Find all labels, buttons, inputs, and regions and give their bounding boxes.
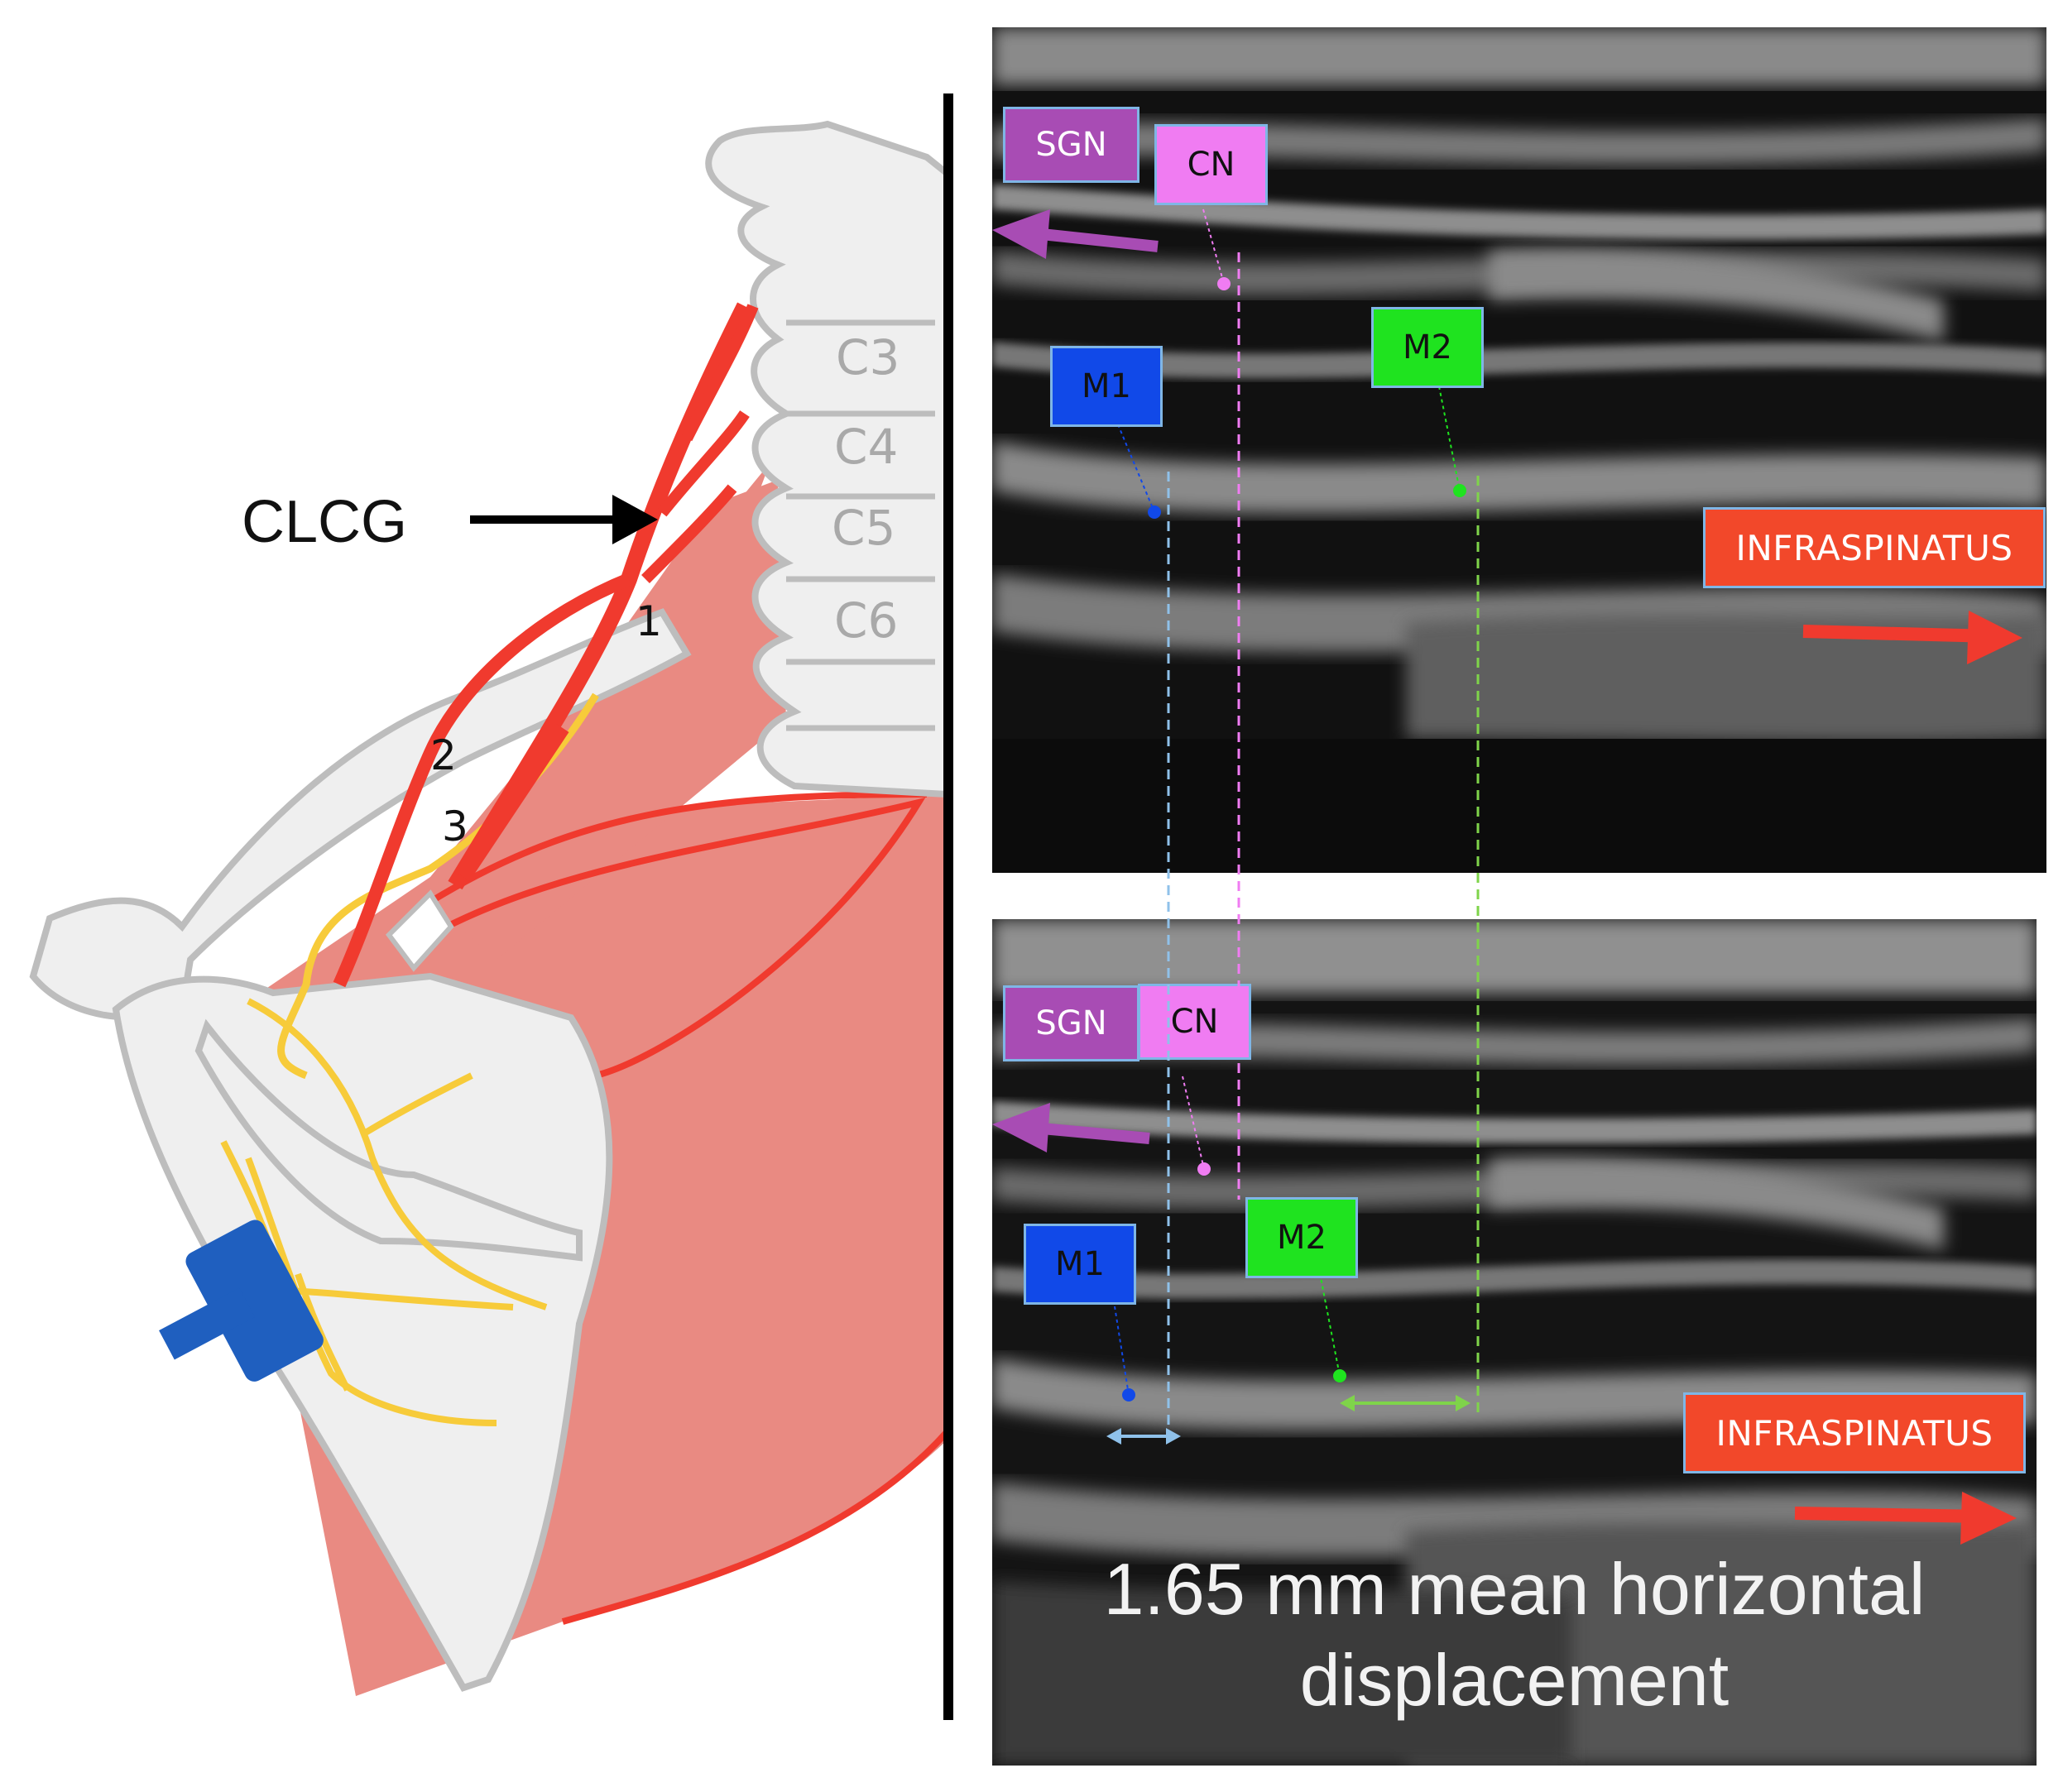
clcg-arrow-icon	[470, 495, 658, 544]
artery-branch-upper-3	[641, 484, 737, 583]
artery-branch-upper-2	[657, 410, 750, 517]
caption-line-1: 1.65 mm mean horizontal	[1103, 1548, 1926, 1630]
vertebra-label-c5: C5	[832, 500, 896, 556]
m2-displacement-arrow	[1340, 1395, 1470, 1411]
coracoid-notch	[386, 889, 454, 972]
branch-number-3: 3	[442, 803, 468, 850]
cervical-spine	[705, 120, 951, 798]
ultrasound-probe-icon	[159, 1219, 324, 1382]
nerve-branch-2	[362, 1072, 473, 1137]
clcg-label: CLCG	[242, 489, 408, 555]
scapular-spine	[194, 1018, 583, 1262]
cn-leader	[1182, 1076, 1205, 1170]
ultrasound-texture-bottom	[992, 919, 2037, 1766]
nerve-branch-5	[245, 1157, 497, 1426]
top-panel-overlays	[992, 208, 2022, 664]
vertebra-label-c4: C4	[834, 419, 899, 475]
bottom-panel-overlays	[992, 1076, 2017, 1545]
ultrasound-panel-bottom: SGN CN M1 M2 INFRASPINATUS 1.65 mm mean …	[992, 919, 2037, 1766]
muscle-outline-2	[445, 797, 926, 1079]
branch-number-1: 1	[636, 597, 662, 645]
artery-branch-3	[457, 724, 569, 881]
infraspinatus-arrow-icon	[1794, 1492, 2017, 1545]
label-cn-bottom: CN	[1138, 984, 1251, 1060]
levator-muscle	[430, 480, 786, 960]
label-m2-top: M2	[1371, 307, 1484, 388]
vertebra-label-c6: C6	[834, 592, 899, 649]
sgn-arrow-icon	[992, 209, 1159, 259]
muscle-outline-3	[561, 1429, 950, 1625]
anatomy-illustration	[29, 120, 951, 1696]
label-m1-bottom: M1	[1024, 1224, 1136, 1305]
m1-marker	[1122, 1388, 1135, 1401]
label-infraspinatus-top: INFRASPINATUS	[1703, 507, 2046, 588]
label-infraspinatus-bottom: INFRASPINATUS	[1683, 1392, 2026, 1473]
label-m1-top: M1	[1050, 346, 1163, 427]
vertebra-label-c3: C3	[836, 329, 900, 386]
m1-leader	[1117, 424, 1155, 513]
cn-marker	[1217, 277, 1231, 290]
m1-displacement-arrow	[1106, 1428, 1181, 1445]
label-sgn-bottom: SGN	[1003, 985, 1139, 1061]
m2-leader	[1438, 386, 1461, 491]
m1-leader	[1114, 1306, 1130, 1396]
label-m2-bottom: M2	[1245, 1197, 1358, 1278]
ultrasound-panel-top: SGN CN M1 M2 INFRASPINATUS	[992, 27, 2046, 873]
caption-line-2: displacement	[1299, 1639, 1730, 1721]
label-cn-top: CN	[1154, 124, 1268, 205]
clavicle	[29, 608, 692, 1021]
m2-leader	[1319, 1272, 1341, 1377]
panel-divider	[943, 93, 953, 1720]
branch-number-2: 2	[430, 731, 457, 779]
nerve-branch-1	[247, 998, 548, 1310]
sgn-arrow-icon	[992, 1103, 1150, 1152]
artery-branch-2	[333, 573, 631, 988]
muscle-outline-1	[428, 791, 928, 905]
infraspinatus-arrow-icon	[1802, 611, 2022, 664]
m2-marker	[1333, 1369, 1346, 1382]
label-sgn-top: SGN	[1003, 107, 1139, 183]
cn-leader	[1202, 208, 1225, 285]
artery-branch-upper-1	[681, 304, 759, 442]
